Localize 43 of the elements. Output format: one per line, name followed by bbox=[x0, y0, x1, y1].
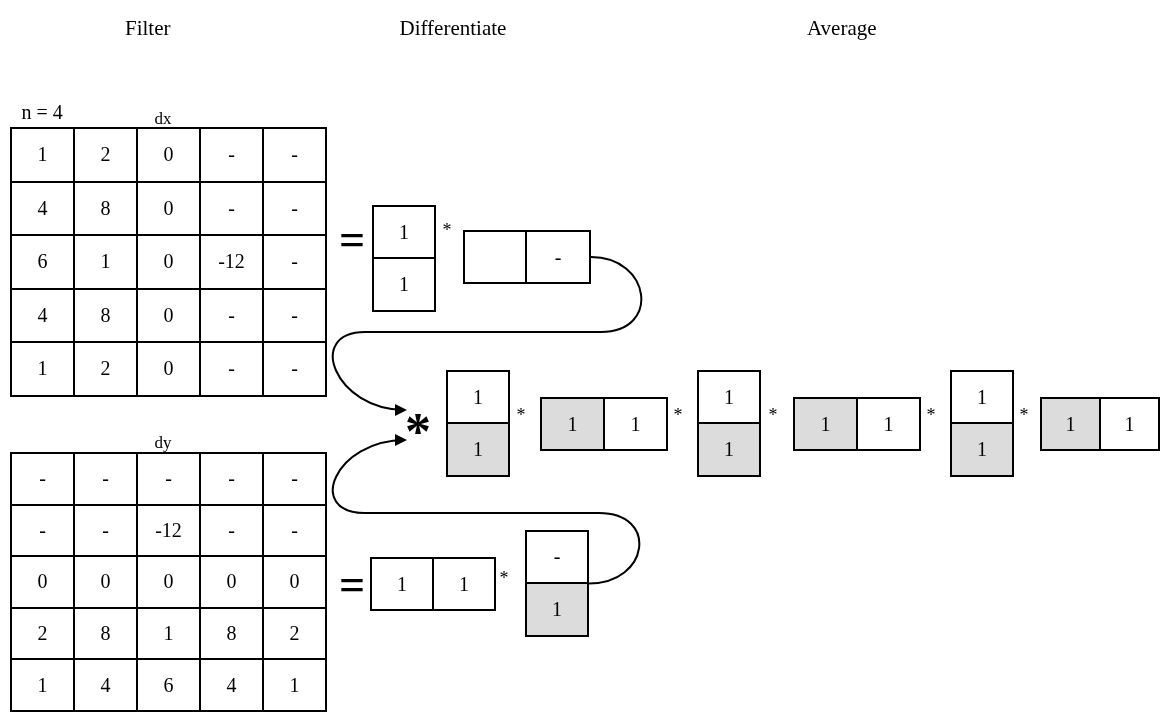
multiply-sign: * bbox=[673, 406, 683, 424]
kernel-cell: 1 bbox=[697, 422, 761, 477]
kernel-cell: 1 bbox=[1099, 397, 1160, 451]
size-label: n = 4 bbox=[21, 102, 63, 122]
multiply-sign: * bbox=[926, 406, 936, 424]
table-cell: - bbox=[262, 452, 327, 506]
multiply-sign: * bbox=[516, 406, 526, 424]
table-cell: - bbox=[262, 341, 327, 397]
kernel-cell: 1 bbox=[950, 422, 1014, 477]
table-cell: - bbox=[10, 452, 75, 506]
table-cell: - bbox=[262, 127, 327, 183]
table-label: dx bbox=[154, 109, 172, 127]
column-heading: Differentiate bbox=[399, 17, 507, 39]
equals-sign: = bbox=[339, 217, 366, 263]
kernel-box bbox=[463, 230, 591, 284]
convolution-sign: * bbox=[405, 402, 431, 458]
kernel-cell: 1 bbox=[372, 205, 436, 259]
kernel-cell: 1 bbox=[446, 422, 510, 477]
table-cell: 1 bbox=[10, 658, 75, 712]
table-cell: 1 bbox=[10, 341, 75, 397]
table-label: dy bbox=[154, 433, 172, 451]
kernel-cell: 1 bbox=[370, 557, 434, 611]
curved-arrow bbox=[332, 434, 640, 585]
kernel-cell: 1 bbox=[372, 257, 436, 312]
kernel-box bbox=[525, 530, 589, 637]
curved-arrow bbox=[332, 256, 642, 416]
kernel-cell: 1 bbox=[856, 397, 921, 451]
multiply-sign: * bbox=[499, 569, 509, 587]
multiply-sign: * bbox=[1019, 406, 1029, 424]
equals-sign: = bbox=[339, 562, 366, 608]
table-cell: 1 bbox=[10, 127, 75, 183]
kernel-cell: 1 bbox=[793, 397, 858, 451]
table-cell: 1 bbox=[262, 658, 327, 712]
kernel-cell: 1 bbox=[432, 557, 496, 611]
kernel-cell: 1 bbox=[540, 397, 605, 451]
multiply-sign: * bbox=[442, 221, 452, 239]
multiply-sign: * bbox=[768, 406, 778, 424]
kernel-cell-text: - bbox=[553, 244, 563, 270]
column-heading: Filter bbox=[125, 17, 171, 39]
kernel-cell: 1 bbox=[1040, 397, 1101, 451]
column-heading: Average bbox=[807, 17, 877, 39]
kernel-cell: 1 bbox=[527, 583, 587, 635]
kernel-cell: 1 bbox=[603, 397, 668, 451]
